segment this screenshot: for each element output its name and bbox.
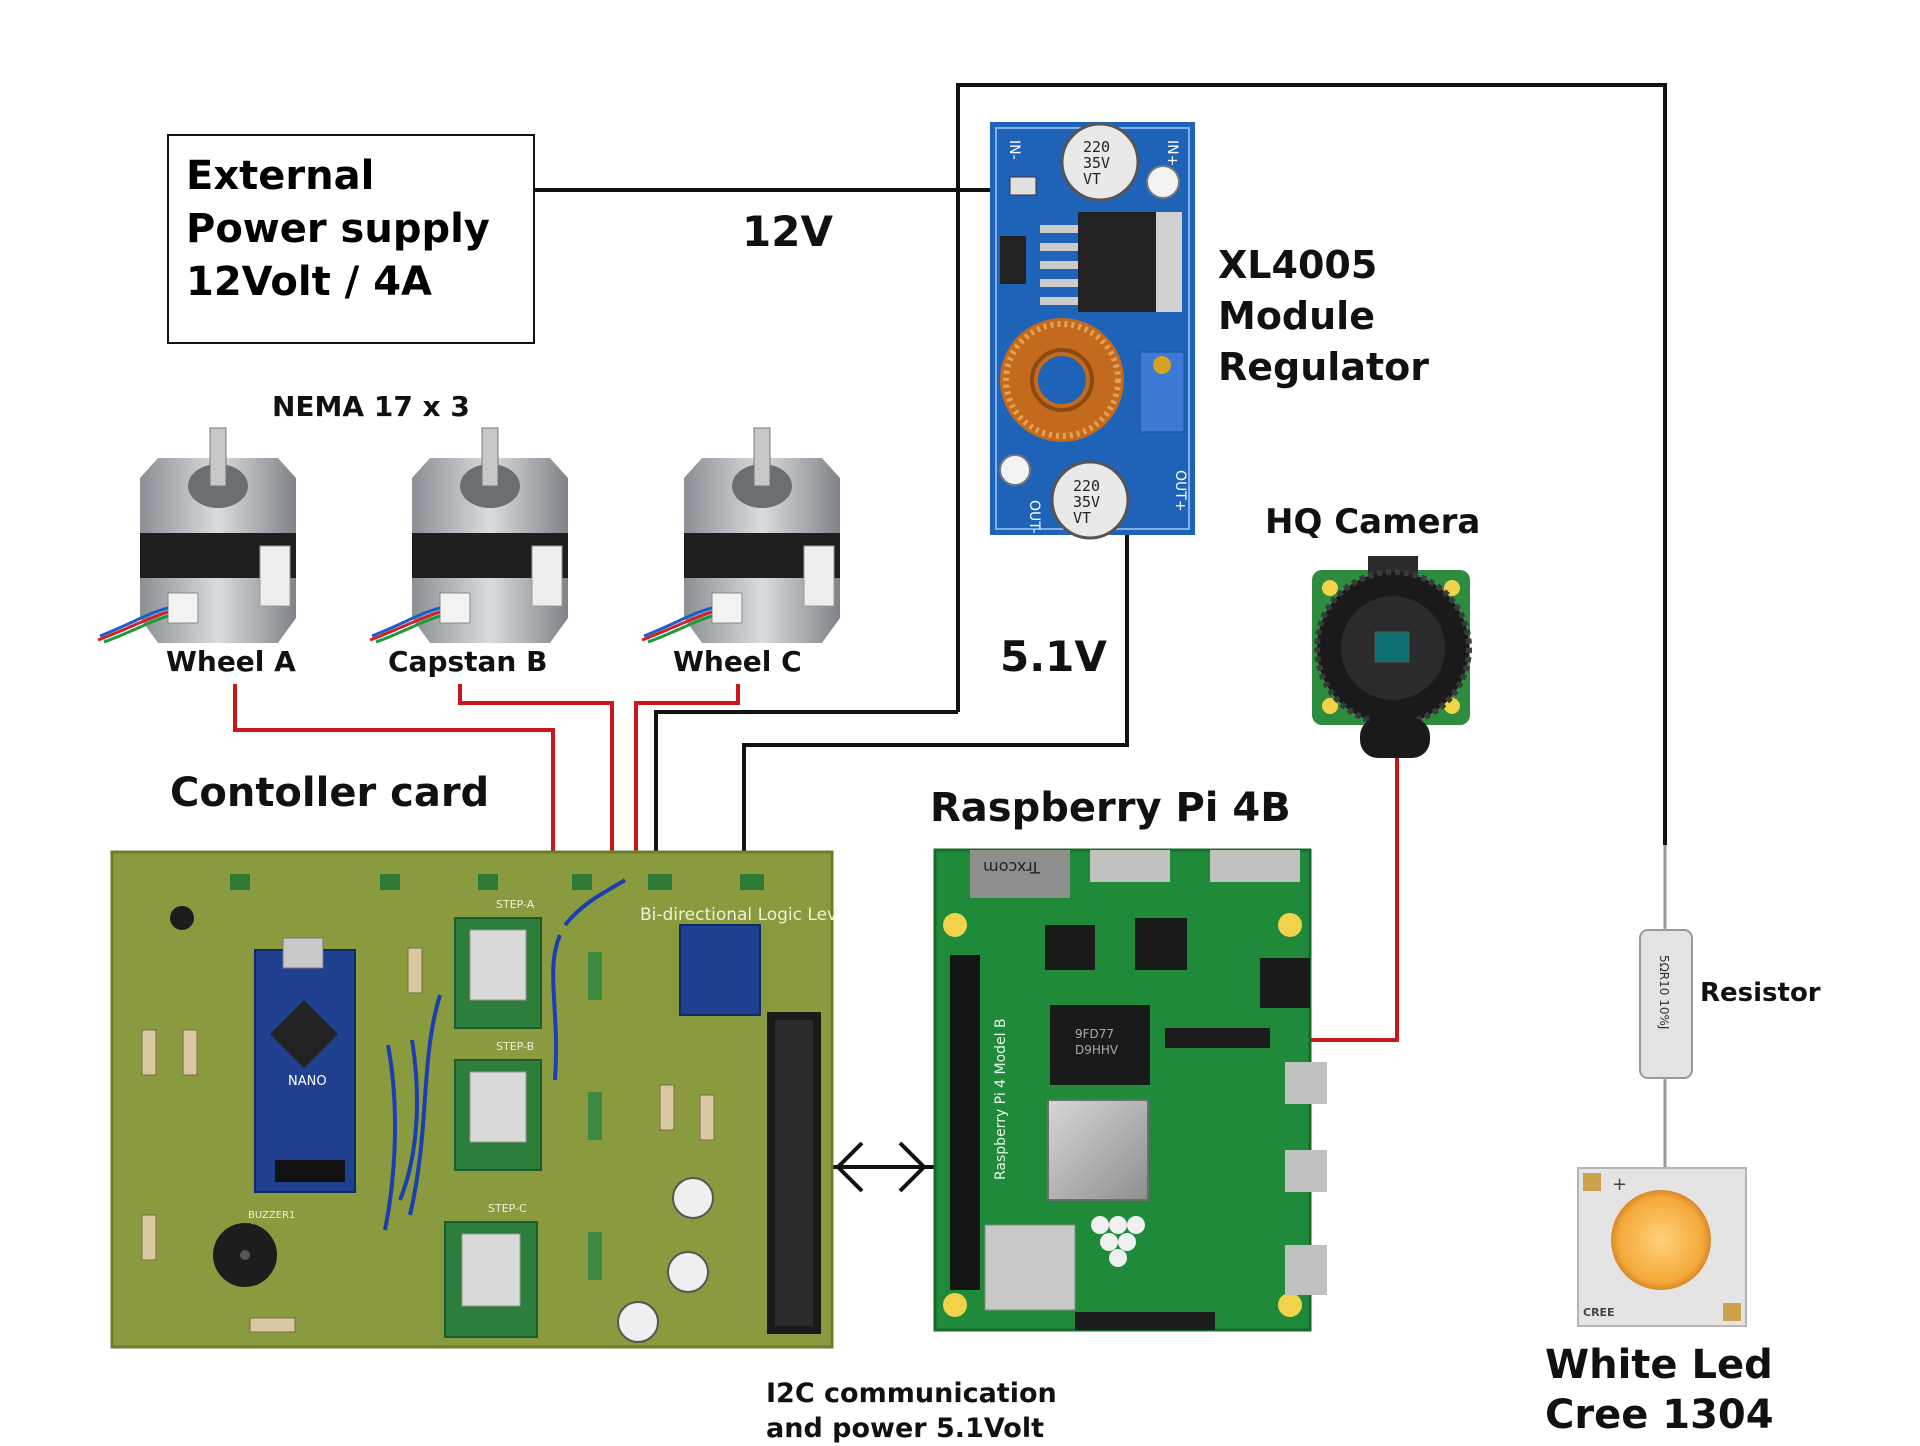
usb-port-top-2 xyxy=(1210,850,1300,882)
led-line-1: White Led xyxy=(1545,1342,1773,1388)
stepper-driver-c: STEP-C xyxy=(444,1202,538,1338)
power-supply-box xyxy=(167,134,535,344)
gpio-header-controller xyxy=(767,1012,821,1334)
svg-text:9FD77: 9FD77 xyxy=(1075,1027,1114,1041)
i2c-line-1: I2C communication xyxy=(766,1378,1057,1409)
logic-level-converter xyxy=(679,924,761,1016)
capacitor-top xyxy=(1060,122,1140,202)
camera-connector xyxy=(1165,1028,1270,1048)
ram-chip xyxy=(1050,1005,1150,1085)
motor-label-capstan-b: Capstan B xyxy=(388,645,548,678)
power-supply-label: External Power supply 12Volt / 4A xyxy=(186,150,490,309)
svg-text:NANO: NANO xyxy=(288,1074,327,1089)
stepper-motor-wheel-c xyxy=(641,427,840,644)
led-label: White Led Cree 1304 xyxy=(1545,1340,1774,1440)
usb-c-port xyxy=(1285,1245,1327,1295)
wire-gnd-to-controller xyxy=(654,710,958,875)
stepper-motor-capstan-b xyxy=(369,427,568,644)
psu-line-2: Power supply xyxy=(186,206,490,252)
capacitor-top-text: 220 xyxy=(1083,138,1110,156)
regulator-line-2: Module xyxy=(1218,294,1375,338)
pin-label-in-minus: IN- xyxy=(1006,140,1022,160)
power-resistor: 5ΩR10 10%J xyxy=(1639,845,1693,1168)
svg-text:35V: 35V xyxy=(1083,154,1110,172)
raspberry-pi-4b: Trxcom 9FD77 D9HHV Raspberry Pi 4 Model … xyxy=(933,848,1327,1332)
svg-text:D9HHV: D9HHV xyxy=(1075,1043,1119,1057)
wire-5v-to-controller xyxy=(742,534,1129,875)
motor-c-connector xyxy=(588,1232,602,1280)
i2c-arrow xyxy=(830,1141,948,1193)
psu-line-1: External xyxy=(186,153,375,199)
gpio-header-pi xyxy=(950,955,980,1290)
hq-camera xyxy=(1312,556,1472,758)
wire-top-loop xyxy=(956,83,1667,845)
led-line-2: Cree 1304 xyxy=(1545,1392,1774,1438)
stepper-driver-a: STEP-A xyxy=(454,898,542,1029)
trxcom-brand: Trxcom xyxy=(983,858,1041,877)
pin-label-in-plus: IN+ xyxy=(1164,140,1180,166)
svg-text:+: + xyxy=(1612,1174,1627,1195)
svg-text:VT: VT xyxy=(1073,509,1091,527)
regulator-ic xyxy=(1040,212,1182,312)
silkscreen-logic-level: Bi-directional Logic Lev xyxy=(640,905,837,925)
pin-label-out-minus: OUT- xyxy=(1026,500,1042,534)
motor-b-connector xyxy=(588,1092,602,1140)
audio-jack xyxy=(1260,958,1310,1008)
controller-card: Bi-directional Logic Lev NANO STEP-A STE… xyxy=(110,850,837,1349)
regulator-label: XL4005 Module Regulator xyxy=(1218,240,1429,393)
svg-text:BUZZER1: BUZZER1 xyxy=(248,1210,295,1221)
i2c-label: I2C communication and power 5.1Volt xyxy=(766,1376,1057,1446)
svg-text:STEP-C: STEP-C xyxy=(488,1202,527,1215)
motors-title: NEMA 17 x 3 xyxy=(272,390,470,423)
resistor-marking: 5ΩR10 10%J xyxy=(1657,955,1671,1029)
regulator-line-3: Regulator xyxy=(1218,345,1429,389)
svg-text:VT: VT xyxy=(1083,170,1101,188)
svg-text:35V: 35V xyxy=(1073,493,1100,511)
xl4005-regulator: IN- IN+ 220 35V VT 220 35V VT OUT- OUT+ xyxy=(990,122,1195,540)
micro-hdmi-2 xyxy=(1285,1150,1327,1192)
controller-title: Contoller card xyxy=(170,770,490,816)
pin-label-out-plus: OUT+ xyxy=(1172,470,1188,512)
ethernet-port xyxy=(970,850,1070,898)
cree-led: + CREE xyxy=(1577,1167,1747,1327)
svg-text:220: 220 xyxy=(1073,477,1100,495)
svg-text:STEP-A: STEP-A xyxy=(496,898,535,911)
motor-a-connector xyxy=(588,952,602,1000)
regulator-line-1: XL4005 xyxy=(1218,243,1378,287)
input-terminal xyxy=(1009,176,1037,196)
voltage-12v-label: 12V xyxy=(742,207,833,256)
svg-text:STEP-B: STEP-B xyxy=(496,1040,534,1053)
micro-hdmi-1 xyxy=(1285,1062,1327,1104)
raspberry-logo xyxy=(1091,1216,1145,1267)
inductor-coil xyxy=(1000,318,1124,442)
capacitor-bottom xyxy=(1050,460,1130,540)
usb-port-top-1 xyxy=(1090,850,1170,882)
led-brand: CREE xyxy=(1583,1306,1615,1319)
diode xyxy=(1000,236,1026,284)
motor-label-wheel-a: Wheel A xyxy=(166,645,296,678)
wires xyxy=(233,83,1667,1267)
resistor-label: Resistor xyxy=(1700,978,1821,1008)
soc-chip xyxy=(1047,1099,1149,1201)
motor-label-wheel-c: Wheel C xyxy=(673,645,802,678)
psu-line-3: 12Volt / 4A xyxy=(186,259,432,305)
raspberry-title: Raspberry Pi 4B xyxy=(930,785,1291,831)
stepper-driver-b: STEP-B xyxy=(454,1040,542,1171)
svg-text:Raspberry Pi 4 Model B: Raspberry Pi 4 Model B xyxy=(993,1018,1009,1180)
camera-title: HQ Camera xyxy=(1265,502,1481,542)
stepper-motor-wheel-a xyxy=(97,427,296,644)
voltage-5v-label: 5.1V xyxy=(1000,632,1107,681)
arduino-nano: NANO xyxy=(254,937,356,1193)
i2c-line-2: and power 5.1Volt xyxy=(766,1413,1044,1444)
